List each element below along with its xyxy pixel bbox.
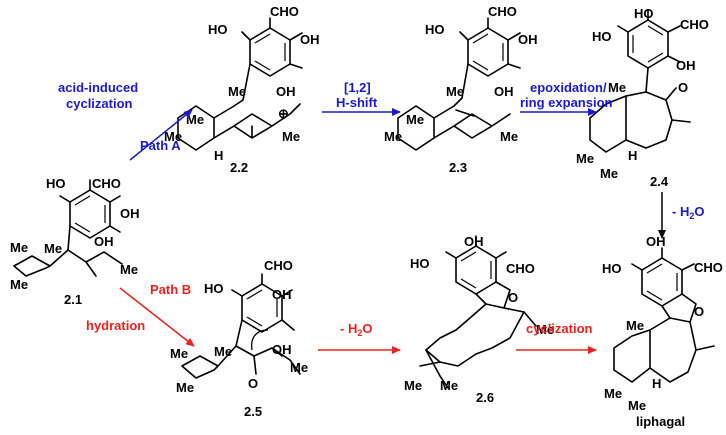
water-minus-h: - H [672,204,689,219]
atom-me: Me [186,112,204,127]
atom-oh: OH [676,58,696,73]
atom-me: Me [608,80,626,95]
atom-me: Me [576,151,594,166]
atom-me: Me [536,322,554,337]
atom-me: Me [384,129,402,144]
label-2-5: 2.5 [244,404,262,419]
atom-cho: CHO [694,260,723,275]
atom-me: Me [176,380,194,395]
atom-me: Me [228,84,246,99]
atom-h: H [652,376,661,391]
atom-o: O [694,304,704,319]
step-epox-1: epoxidation/ [530,80,607,95]
atom-cho: CHO [680,17,709,32]
step-acid-1: acid-induced [58,80,138,95]
atom-me: Me [628,398,646,413]
atom-ho: HO [602,261,622,276]
atom-me: Me [440,378,458,393]
step-path-a: Path A [140,138,181,153]
atom-o: O [508,290,518,305]
atom-me: Me [44,241,62,256]
atom-ho: HO [46,176,66,191]
water-subscript: 2 [357,328,362,338]
atom-h: H [628,148,637,163]
carbocation-plus: ⊕ [278,106,289,121]
atom-ho: HO [204,281,224,296]
atom-oh: OH [276,84,296,99]
step-cyclization: cyclization [526,321,593,336]
step-shift-2: H-shift [336,95,378,110]
step-dehydration-a: - H2O [672,204,704,221]
atom-me: Me [446,84,464,99]
arrow-path-b [119,287,195,347]
atom-me: Me [604,386,622,401]
atom-me: Me [214,344,232,359]
compound-2-3: HO CHO OH OH Me Me Me Me 2.3 [384,4,538,175]
atom-ho: HO [634,6,654,21]
step-path-b: Path B [150,282,191,297]
step-dehydration-b: - H2O [340,321,372,338]
atom-h: H [214,148,223,163]
atom-me: Me [404,378,422,393]
atom-oh: OH [518,32,538,47]
atom-ho: HO [410,256,430,271]
water-o: O [694,204,704,219]
step-acid-2: cyclization [66,96,133,111]
compound-liphagal: OH HO CHO O Me Me Me H liphagal [602,234,723,429]
atom-me: Me [10,277,28,292]
atom-me: Me [406,112,424,127]
atom-oh: OH [94,234,114,249]
water-subscript: 2 [689,211,694,221]
atom-cho: CHO [92,176,121,191]
atom-cho: CHO [270,4,299,19]
label-2-1: 2.1 [64,292,82,307]
atom-cho: CHO [506,261,535,276]
atom-me: Me [120,262,138,277]
atom-ho: HO [425,22,445,37]
atom-cho: CHO [264,258,293,273]
atom-me: Me [170,346,188,361]
step-hydration: hydration [86,318,145,333]
atom-me: Me [282,129,300,144]
step-epox-2: ring expansion [520,95,613,110]
water-o: O [362,321,372,336]
atom-oh: OH [120,206,140,221]
compound-2-4: HO HO CHO OH O Me Me Me H 2.4 [576,6,709,189]
label-2-4: 2.4 [650,174,669,189]
atom-o: O [678,80,688,95]
atom-oh: OH [272,342,292,357]
atom-me: Me [500,129,518,144]
label-liphagal: liphagal [636,414,685,429]
compound-2-2: HO CHO OH OH Me Me Me Me H ⊕ 2.2 [164,4,320,175]
atom-me: Me [290,360,308,375]
atom-me: Me [600,166,618,181]
atom-oh: OH [494,84,514,99]
step-shift-1: [1,2] [344,80,371,95]
atom-oh: OH [272,287,292,302]
compound-2-5: HO CHO OH OH O Me Me Me Me 2.5 [170,258,308,419]
label-2-2: 2.2 [230,160,248,175]
compound-2-6: HO OH CHO O Me Me Me 2.6 [404,234,554,405]
water-minus-h: - H [340,321,357,336]
atom-oh: OH [300,32,320,47]
atom-ho: HO [208,22,228,37]
atom-me: Me [10,240,28,255]
label-2-6: 2.6 [476,390,494,405]
label-2-3: 2.3 [449,160,467,175]
atom-me: Me [164,129,182,144]
atom-me: Me [626,318,644,333]
atom-ho: HO [592,29,612,44]
atom-o: O [248,376,258,391]
atom-oh: OH [464,234,484,249]
compound-2-1: HO CHO OH OH Me Me Me Me 2.1 [10,176,140,307]
atom-cho: CHO [488,4,517,19]
arrow-path-a [129,109,193,161]
